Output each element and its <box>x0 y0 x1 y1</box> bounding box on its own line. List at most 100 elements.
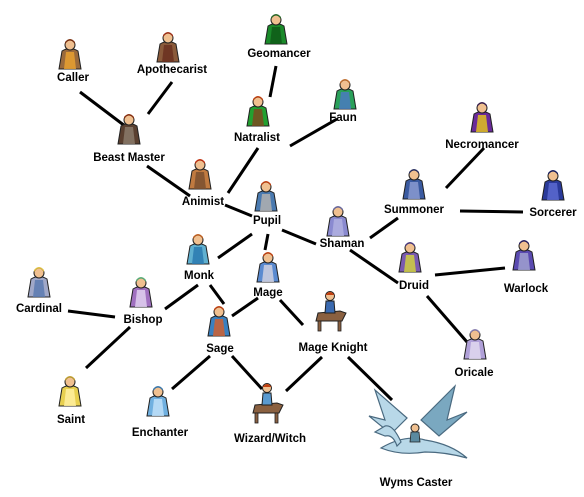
class-node-faun: Faun <box>329 79 357 124</box>
class-node-oricale: Oricale <box>455 329 494 379</box>
class-label-faun: Faun <box>329 112 356 124</box>
robed-figure-icon <box>117 114 141 145</box>
rider-icon <box>252 383 284 424</box>
class-node-bishop: Bishop <box>124 277 163 326</box>
class-label-monk: Monk <box>184 270 215 282</box>
connection-natralist-to-animist <box>226 147 260 194</box>
class-node-enchanter: Enchanter <box>132 386 189 439</box>
robed-figure-icon <box>264 14 288 45</box>
connection-mage-to-mage-knight <box>278 298 305 327</box>
robed-figure-icon <box>27 267 51 298</box>
class-node-caller: Caller <box>57 39 90 84</box>
robed-figure-icon <box>129 277 153 308</box>
connection-lines <box>67 65 524 402</box>
robed-figure-icon <box>402 169 426 200</box>
robed-figure-icon <box>246 96 270 127</box>
class-label-geomancer: Geomancer <box>247 48 311 60</box>
class-node-animist: Animist <box>182 159 224 208</box>
class-label-enchanter: Enchanter <box>132 427 189 439</box>
wyvern-icon <box>368 384 468 459</box>
class-node-sorcerer: Sorcerer <box>529 170 577 219</box>
class-label-beast-master: Beast Master <box>93 152 165 164</box>
class-node-pupil: Pupil <box>253 181 281 227</box>
connection-apothecarist-to-beast-master <box>146 81 174 115</box>
class-label-necromancer: Necromancer <box>445 139 519 151</box>
class-node-cardinal: Cardinal <box>16 267 62 315</box>
connection-geomancer-to-natralist <box>268 65 278 98</box>
class-node-beast-master: Beast Master <box>93 114 165 164</box>
class-node-necromancer: Necromancer <box>445 102 519 151</box>
class-node-wyms-caster: Wyms Caster <box>368 384 468 489</box>
robed-figure-icon <box>470 102 494 133</box>
connection-sage-to-enchanter <box>171 354 211 391</box>
class-node-druid: Druid <box>398 242 429 292</box>
class-node-warlock: Warlock <box>504 240 549 295</box>
class-label-caller: Caller <box>57 72 89 84</box>
robed-figure-icon <box>463 329 487 360</box>
connection-mage-knight-to-wyms-caster <box>346 355 394 402</box>
connection-mage-to-sage <box>231 296 259 318</box>
robed-figure-icon <box>186 234 210 265</box>
class-node-apothecarist: Apothecarist <box>137 32 207 76</box>
robed-figure-icon <box>207 306 231 337</box>
connection-pupil-to-monk <box>217 232 253 260</box>
connection-monk-to-bishop <box>164 283 199 311</box>
connection-mage-knight-to-wizard-witch <box>284 355 324 393</box>
class-label-bishop: Bishop <box>124 314 163 326</box>
class-label-natralist: Natralist <box>234 132 280 144</box>
connection-shaman-to-druid <box>349 248 399 285</box>
robed-figure-icon <box>58 376 82 407</box>
connection-pupil-to-shaman <box>281 228 317 246</box>
connection-cardinal-to-bishop <box>67 309 116 319</box>
connection-animist-to-pupil <box>224 203 253 218</box>
robed-figure-icon <box>512 240 536 271</box>
connection-caller-to-beast-master <box>79 90 126 128</box>
class-node-natralist: Natralist <box>234 96 280 144</box>
class-label-oricale: Oricale <box>455 367 494 379</box>
class-node-geomancer: Geomancer <box>247 14 311 60</box>
connection-druid-to-oricale <box>425 295 469 343</box>
connection-sage-to-wizard-witch <box>230 354 264 391</box>
robed-figure-icon <box>188 159 212 190</box>
robed-figure-icon <box>256 252 280 283</box>
class-node-shaman: Shaman <box>320 206 365 250</box>
class-label-wyms-caster: Wyms Caster <box>380 477 453 489</box>
class-label-warlock: Warlock <box>504 283 549 295</box>
class-label-shaman: Shaman <box>320 238 365 250</box>
connection-beast-master-to-animist <box>146 164 191 198</box>
class-label-sorcerer: Sorcerer <box>529 207 577 219</box>
robed-figure-icon <box>146 386 170 417</box>
class-node-saint: Saint <box>57 376 85 426</box>
class-node-monk: Monk <box>184 234 215 282</box>
class-label-pupil: Pupil <box>253 215 281 227</box>
class-label-saint: Saint <box>57 414 85 426</box>
class-label-cardinal: Cardinal <box>16 303 62 315</box>
class-label-apothecarist: Apothecarist <box>137 64 207 76</box>
rider-icon <box>315 291 347 332</box>
robed-figure-icon <box>333 79 357 110</box>
class-node-wizard-witch: Wizard/Witch <box>234 383 306 445</box>
class-label-druid: Druid <box>399 280 429 292</box>
class-label-mage-knight: Mage Knight <box>299 342 368 354</box>
connection-monk-to-sage <box>208 284 226 305</box>
class-label-summoner: Summoner <box>384 204 445 216</box>
robed-figure-icon <box>398 242 422 273</box>
class-label-sage: Sage <box>206 343 234 355</box>
class-label-animist: Animist <box>182 196 224 208</box>
class-label-mage: Mage <box>253 287 282 299</box>
connection-summoner-to-sorcerer <box>459 209 524 214</box>
connection-summoner-to-shaman <box>369 216 399 240</box>
connection-druid-to-warlock <box>434 266 506 277</box>
connection-pupil-to-mage <box>263 233 270 251</box>
class-node-mage-knight: Mage Knight <box>299 291 368 354</box>
class-node-mage: Mage <box>253 252 283 299</box>
robed-figure-icon <box>156 32 180 63</box>
class-label-wizard-witch: Wizard/Witch <box>234 433 306 445</box>
robed-figure-icon <box>541 170 565 201</box>
class-node-summoner: Summoner <box>384 169 445 216</box>
connection-bishop-to-saint <box>84 325 132 370</box>
connection-necromancer-to-summoner <box>444 146 486 190</box>
connection-faun-to-natralist <box>289 117 338 148</box>
